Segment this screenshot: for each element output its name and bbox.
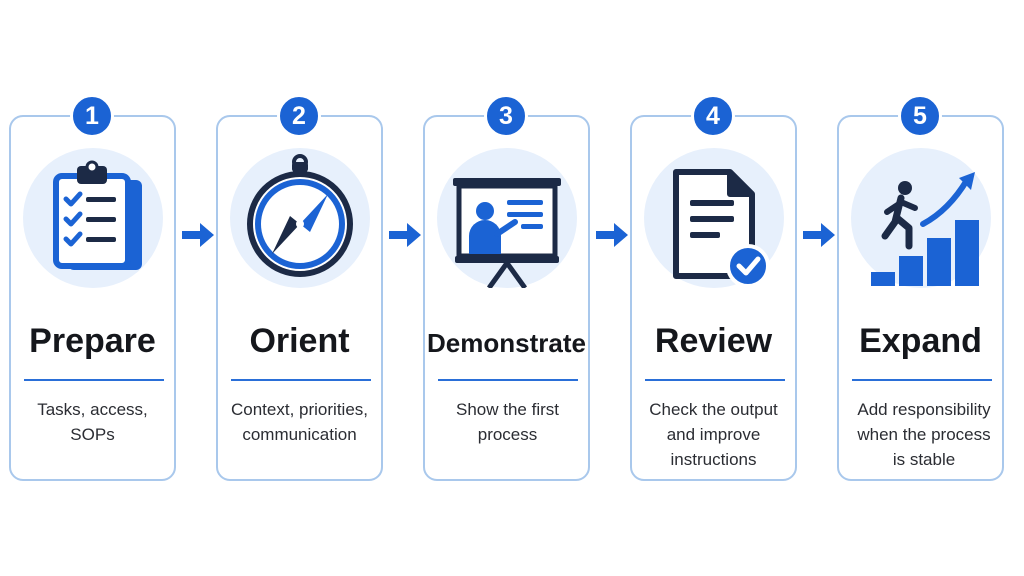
title-divider: [24, 379, 164, 381]
step-title: Prepare: [29, 322, 156, 360]
compass-icon: [247, 154, 353, 277]
step-description: Add responsibility when the process is s…: [857, 400, 991, 469]
step-icon-circle: [23, 148, 163, 288]
growth-stairs-icon: [871, 172, 979, 286]
arrow-right-icon: [182, 223, 214, 247]
arrow-right-icon: [389, 223, 421, 247]
step-title: Orient: [249, 322, 350, 360]
step-title: Demonstrate: [427, 328, 586, 358]
title-divider: [438, 379, 578, 381]
title-divider: [231, 379, 371, 381]
step-number-badge: 2: [277, 94, 321, 138]
step-description: Context, priorities, communication: [231, 400, 368, 444]
step-title: Review: [654, 322, 773, 360]
step-number-badge: 5: [898, 94, 942, 138]
title-divider: [852, 379, 992, 381]
step-number-badge: 3: [484, 94, 528, 138]
step-icon-circle: [644, 148, 784, 288]
arrow-right-icon: [596, 223, 628, 247]
step-description: Show the first process: [456, 400, 559, 444]
title-divider: [645, 379, 785, 381]
step-title: Expand: [859, 322, 982, 360]
step-icon-circle: [230, 148, 370, 288]
arrow-right-icon: [803, 223, 835, 247]
step-description: Check the output and improve instruction…: [649, 400, 778, 469]
step-icon-circle: [851, 148, 991, 288]
step-icon-circle: [437, 148, 577, 288]
document-check-icon: [673, 169, 770, 288]
step-description: Tasks, access, SOPs: [37, 400, 148, 444]
clipboard-checklist-icon: [53, 160, 142, 270]
step-number-badge: 1: [70, 94, 114, 138]
presentation-board-icon: [453, 178, 561, 288]
step-number-badge: 4: [691, 94, 735, 138]
